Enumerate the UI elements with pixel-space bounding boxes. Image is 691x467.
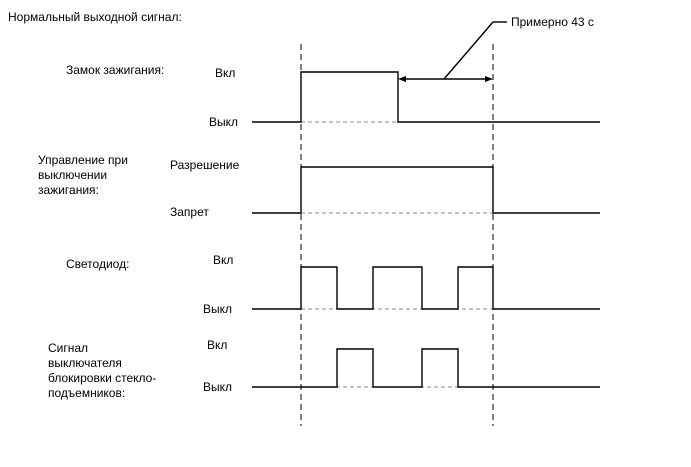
signal-low-label: Запрет bbox=[170, 205, 209, 219]
signal-name-line: подъемников: bbox=[48, 386, 125, 400]
signal-window-lock-switch: Сигнал выключателя блокировки стекло- по… bbox=[48, 338, 600, 400]
signal-name-line: Замок зажигания: bbox=[66, 63, 164, 77]
duration-arrow-left-head bbox=[398, 76, 406, 82]
signal-led: Светодиод: Вкл Выкл bbox=[66, 253, 600, 316]
diagram-title: Нормальный выходной сигнал: bbox=[8, 10, 182, 24]
signal-waveform bbox=[252, 71, 600, 123]
signal-ignition-switch: Замок зажигания: Вкл Выкл bbox=[66, 63, 600, 129]
signal-low-label: Выкл bbox=[203, 380, 232, 394]
signal-name-line: Сигнал bbox=[48, 341, 88, 355]
signal-waveform bbox=[252, 348, 600, 388]
signal-name-line: Управление при bbox=[38, 153, 128, 167]
signal-name-line: выключении bbox=[38, 168, 107, 182]
signal-waveform bbox=[252, 266, 600, 310]
signal-name-line: блокировки стекло- bbox=[48, 371, 156, 385]
signal-ignition-off-control: Управление при выключении зажигания: Раз… bbox=[38, 153, 600, 219]
signal-high-label: Вкл bbox=[215, 66, 235, 80]
signal-low-label: Выкл bbox=[209, 115, 238, 129]
duration-arrow-right-head bbox=[485, 76, 493, 82]
signal-high-label: Разрешение bbox=[170, 158, 240, 172]
signal-name-line: зажигания: bbox=[38, 183, 99, 197]
signal-name-line: Светодиод: bbox=[66, 257, 129, 271]
signal-name-line: выключателя bbox=[48, 356, 122, 370]
signal-high-label: Вкл bbox=[207, 338, 227, 352]
signal-waveform bbox=[252, 166, 600, 214]
annotation-leader-line bbox=[443, 21, 494, 80]
signal-high-label: Вкл bbox=[213, 253, 233, 267]
annotation-label: Примерно 43 с bbox=[511, 15, 594, 29]
signal-low-label: Выкл bbox=[203, 302, 232, 316]
